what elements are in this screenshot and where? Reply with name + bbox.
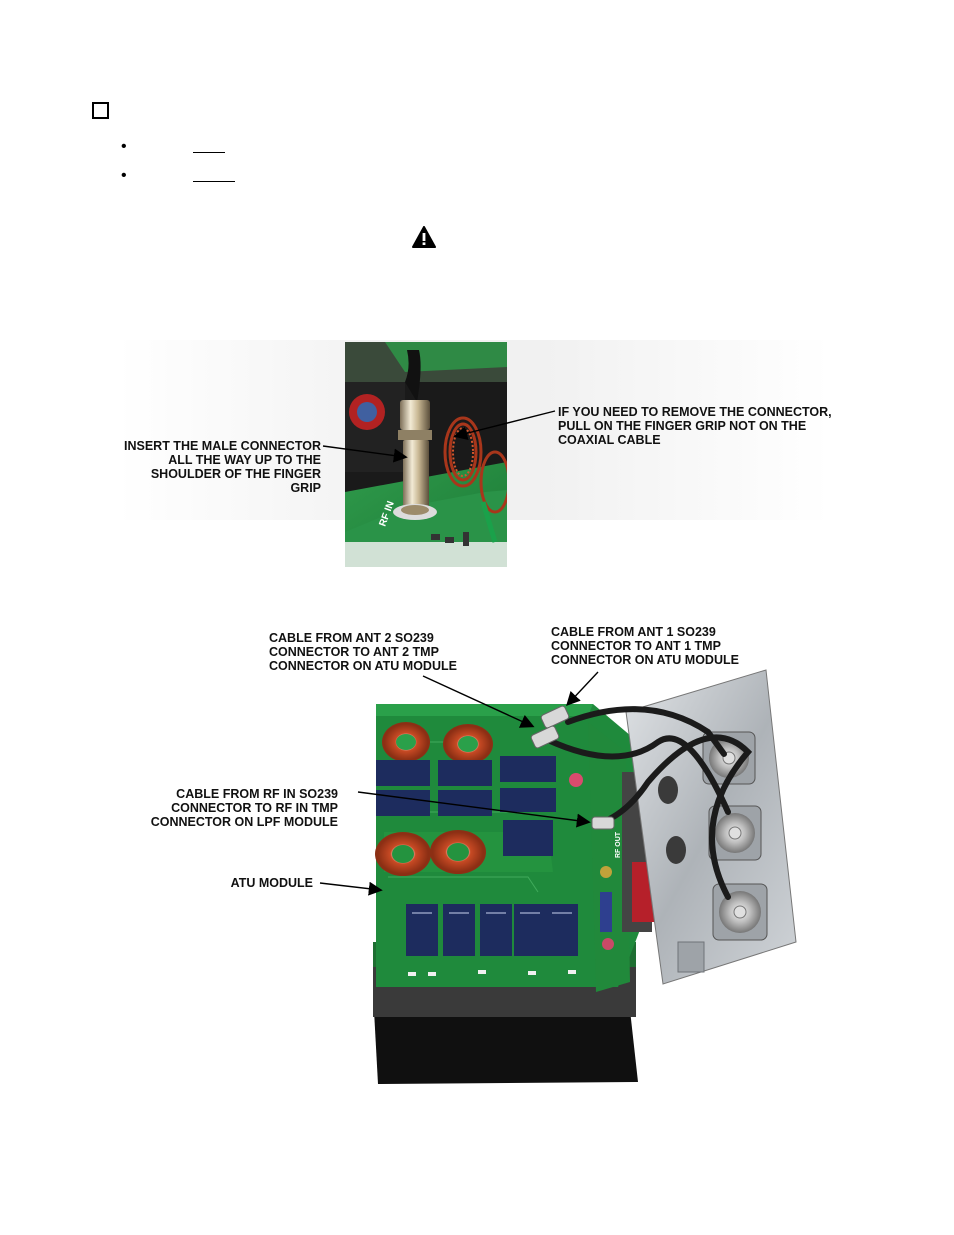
arrow-remove bbox=[453, 410, 556, 441]
caption-insert-connector: INSERT THE MALE CONNECTOR ALL THE WAY UP… bbox=[124, 439, 321, 495]
arrow-atu bbox=[319, 881, 383, 896]
bullet-2: • bbox=[121, 167, 127, 184]
arrow-insert bbox=[322, 445, 408, 463]
checkbox-icon[interactable] bbox=[92, 102, 109, 119]
bullet-1: • bbox=[121, 138, 127, 155]
figure1-arrows bbox=[322, 410, 556, 463]
arrow-rfin bbox=[357, 791, 591, 828]
figure-2: RF OUT CABLE FROM ANT 2 SO239 CONNECTOR … bbox=[148, 622, 808, 1088]
arrow-ant2 bbox=[422, 675, 535, 728]
figure2-arrows bbox=[319, 671, 599, 896]
caption-ant1-cable: CABLE FROM ANT 1 SO239 CONNECTOR TO ANT … bbox=[551, 625, 739, 667]
underline-1 bbox=[193, 152, 225, 153]
underline-2 bbox=[193, 181, 235, 182]
caption-rfin-cable: CABLE FROM RF IN SO239 CONNECTOR TO RF I… bbox=[150, 787, 338, 829]
caption-remove-connector: IF YOU NEED TO REMOVE THE CONNECTOR, PUL… bbox=[558, 405, 832, 447]
caption-ant2-cable: CABLE FROM ANT 2 SO239 CONNECTOR TO ANT … bbox=[269, 631, 457, 673]
atu-module-photo: RF OUT bbox=[373, 669, 797, 1084]
connector-photo: RF IN bbox=[345, 342, 507, 567]
warning-icon bbox=[412, 226, 436, 248]
caption-atu-module: ATU MODULE bbox=[230, 876, 313, 890]
rf-out-board-label: RF OUT bbox=[615, 831, 622, 858]
figure-1: RF IN INSERT THE MALE CONNECTOR ALL THE … bbox=[118, 340, 832, 570]
arrow-ant1 bbox=[566, 671, 599, 707]
